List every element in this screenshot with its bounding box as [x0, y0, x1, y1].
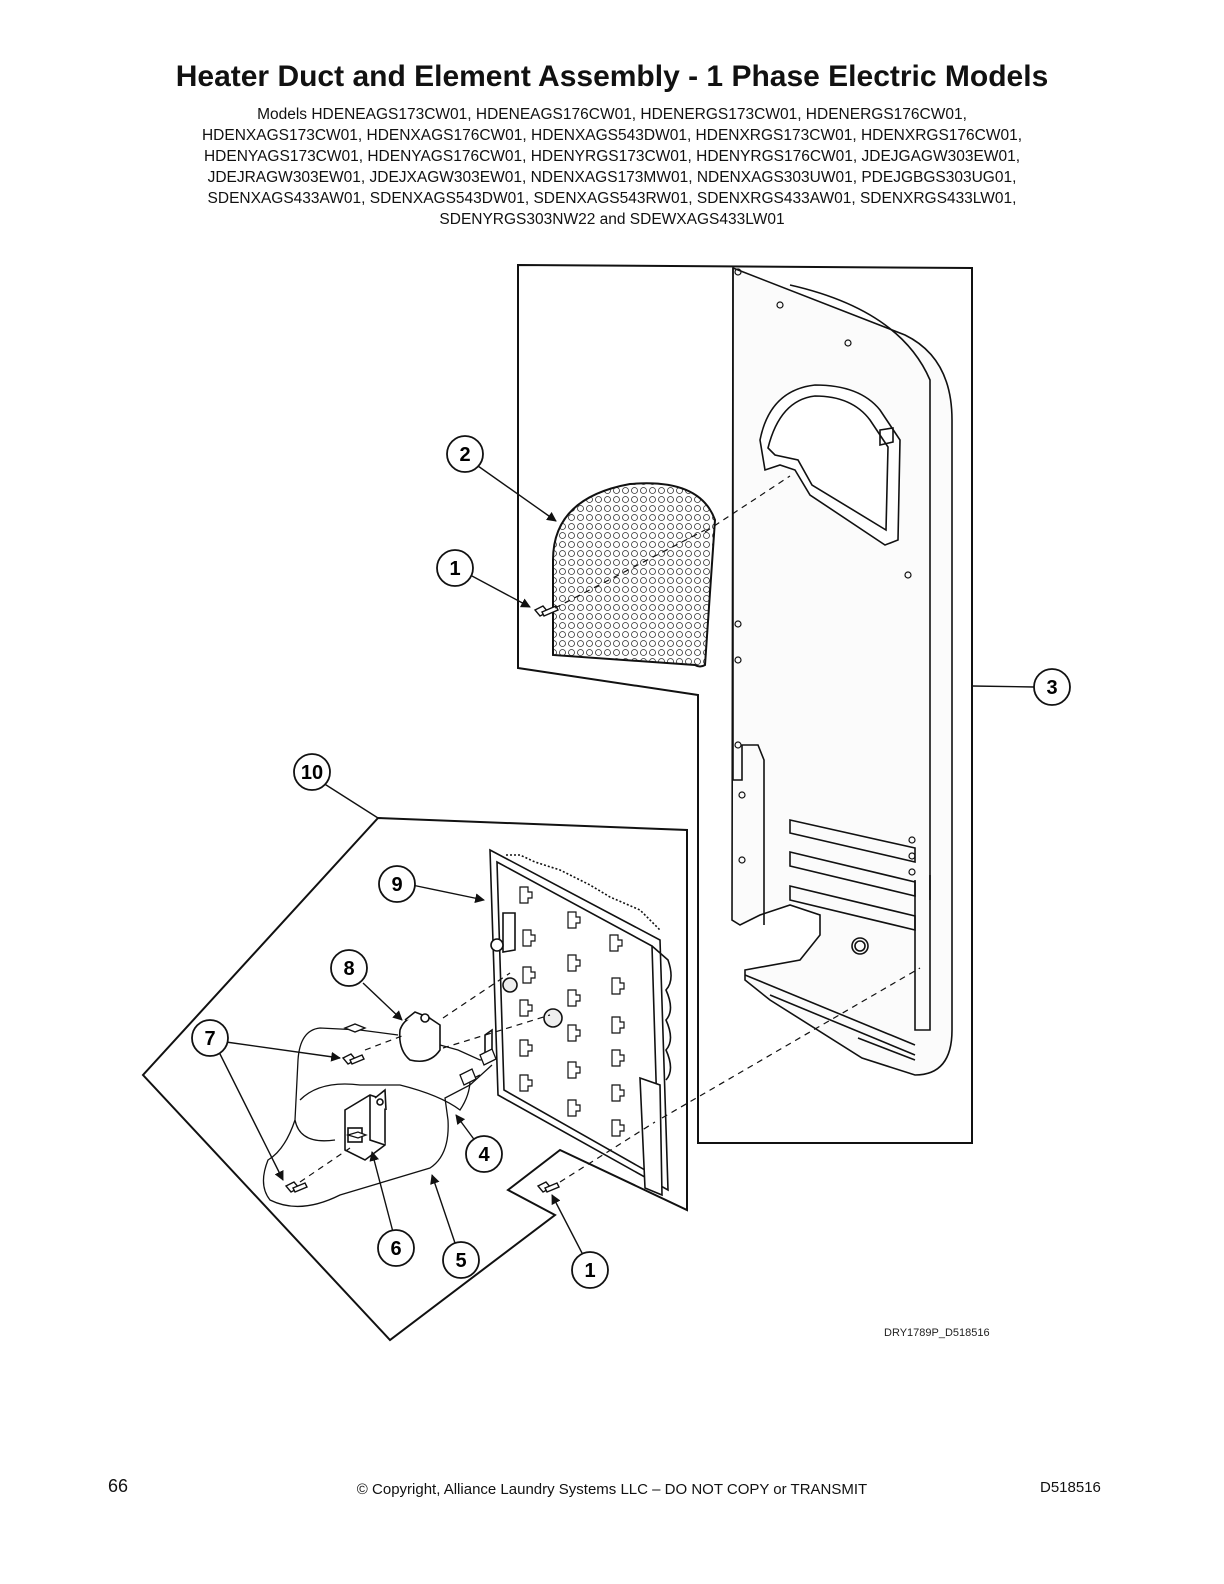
- callout-2: 2: [446, 435, 484, 473]
- callout-label: 3: [1046, 677, 1057, 699]
- callout-3: 3: [1033, 668, 1071, 706]
- figure-reference: DRY1789P_D518516: [884, 1327, 990, 1339]
- callout-5: 5: [442, 1241, 480, 1279]
- model-list-line: SDENXAGS433AW01, SDENXAGS543DW01, SDENXA…: [207, 190, 1017, 207]
- upper-frame: [517, 263, 973, 1144]
- callout-label: 4: [478, 1144, 490, 1166]
- wire-harness: [262, 1023, 497, 1208]
- model-list-line: SDENYRGS303NW22 and SDEWXAGS433LW01: [439, 211, 785, 228]
- heater-duct: [731, 266, 953, 1076]
- callout-label: 1: [584, 1260, 595, 1282]
- page-title: Heater Duct and Element Assembly - 1 Pha…: [175, 60, 1049, 93]
- callout-label: 9: [391, 874, 402, 896]
- lower-frame: [141, 816, 688, 1342]
- screws: [284, 605, 560, 1193]
- model-list: Models HDENEAGS173CW01, HDENEAGS176CW01,…: [90, 104, 1134, 230]
- callout-label: 10: [301, 762, 323, 784]
- callout-7: 7: [191, 1019, 229, 1057]
- callout-label: 7: [204, 1028, 215, 1050]
- callout-9: 9: [378, 865, 416, 903]
- lint-screen: [552, 482, 717, 668]
- heater-element-plate: [484, 848, 672, 1197]
- callout-label: 1: [449, 558, 460, 580]
- thermostat: [398, 1011, 441, 1063]
- callout-label: 6: [390, 1238, 401, 1260]
- heater-coil-clips: [519, 886, 625, 1137]
- callout-8: 8: [330, 949, 368, 987]
- model-list-line: HDENXAGS173CW01, HDENXAGS176CW01, HDENXA…: [201, 127, 1023, 144]
- duct-screw-holes: [734, 268, 916, 876]
- callout-1-lower: 1: [571, 1251, 609, 1289]
- callout-1-upper: 1: [436, 549, 474, 587]
- callout-6: 6: [377, 1229, 415, 1267]
- model-list-line: HDENYAGS173CW01, HDENYAGS176CW01, HDENYR…: [203, 148, 1020, 165]
- callout-10: 10: [293, 753, 331, 791]
- leader-lines: [217, 465, 1035, 1254]
- callout-4: 4: [465, 1135, 503, 1173]
- callout-label: 2: [459, 444, 470, 466]
- model-list-line: JDEJRAGW303EW01, JDEJXAGW303EW01, NDENXA…: [207, 169, 1017, 186]
- callout-label: 5: [455, 1250, 466, 1272]
- copyright-notice: © Copyright, Alliance Laundry Systems LL…: [356, 1481, 868, 1498]
- thermal-fuse: [344, 1088, 387, 1161]
- alignment-lines: [299, 475, 921, 1183]
- callout-label: 8: [343, 958, 354, 980]
- model-list-line: Models HDENEAGS173CW01, HDENEAGS176CW01,…: [257, 106, 967, 123]
- document-number: D518516: [1040, 1479, 1101, 1496]
- page-number: 66: [108, 1476, 129, 1496]
